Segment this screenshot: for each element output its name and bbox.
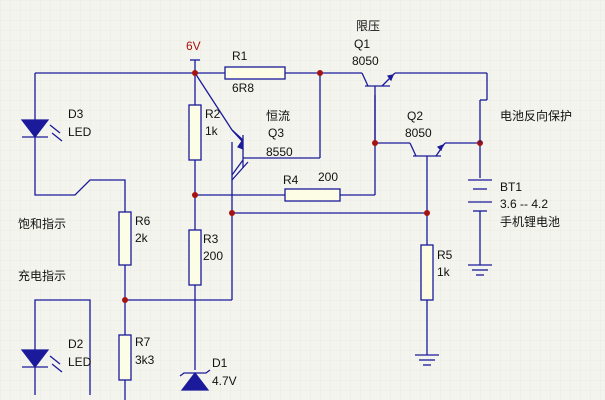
r4-ref: R4 — [283, 173, 299, 187]
q3-model: 8550 — [266, 145, 293, 159]
resistor-r5: R5 1k — [420, 244, 453, 301]
r3-value: 200 — [203, 249, 223, 263]
d1-value: 4.7V — [212, 374, 237, 388]
d2-ref: D2 — [68, 337, 84, 351]
supply-node: 6V — [186, 39, 201, 61]
q1-ref: Q1 — [354, 37, 370, 51]
bt1-ref: BT1 — [500, 180, 522, 194]
resistor-r6: R6 2k — [118, 211, 151, 266]
ground-battery — [468, 264, 492, 276]
r2-ref: R2 — [205, 107, 221, 121]
q2-ref: Q2 — [407, 109, 423, 123]
resistor-r7: R7 3k3 — [118, 334, 155, 381]
transistor-q1: 限压 Q1 8050 — [352, 19, 396, 95]
junction-dots — [122, 70, 483, 303]
battery-bt1: BT1 3.6 -- 4.2 手机锂电池 — [468, 99, 560, 229]
transistor-q3: 恒流 Q3 8550 — [231, 109, 293, 176]
r4-value: 200 — [318, 170, 338, 184]
q3-ref: Q3 — [268, 126, 284, 140]
resistor-r1: R1 6R8 — [224, 49, 286, 95]
d3-note: 饱和指示 — [18, 216, 66, 231]
d2-note: 充电指示 — [18, 268, 66, 283]
bt1-voltage: 3.6 -- 4.2 — [500, 197, 548, 211]
d3-ref: D3 — [68, 107, 84, 121]
transistor-q2: Q2 8050 — [405, 109, 446, 160]
q3-role: 恒流 — [266, 109, 290, 123]
resistor-r3: R3 200 — [188, 229, 223, 286]
r5-ref: R5 — [437, 248, 453, 262]
ground-r5 — [415, 354, 439, 366]
r1-value: 6R8 — [232, 81, 254, 95]
r7-ref: R7 — [135, 335, 151, 349]
r6-value: 2k — [135, 231, 149, 245]
d1-ref: D1 — [212, 356, 228, 370]
r6-ref: R6 — [135, 214, 151, 228]
r5-value: 1k — [437, 265, 451, 279]
supply-voltage-label: 6V — [186, 39, 201, 53]
r7-value: 3k3 — [135, 353, 155, 367]
r1-ref: R1 — [232, 49, 248, 63]
led-d3: D3 LED — [20, 107, 92, 142]
d2-type: LED — [68, 355, 92, 369]
led-d2: D2 LED — [20, 337, 92, 373]
r3-ref: R3 — [203, 232, 219, 246]
reverse-protect-note: 电池反向保护 — [500, 108, 572, 123]
resistor-r4: R4 200 — [283, 170, 341, 202]
resistor-r2: R2 1k — [188, 104, 221, 161]
bt1-type: 手机锂电池 — [500, 214, 560, 229]
q1-role: 限压 — [356, 19, 380, 33]
r2-value: 1k — [205, 124, 219, 138]
q1-model: 8050 — [352, 54, 379, 68]
d3-type: LED — [68, 125, 92, 139]
q2-model: 8050 — [405, 126, 432, 140]
zener-d1: D1 4.7V — [179, 356, 237, 391]
